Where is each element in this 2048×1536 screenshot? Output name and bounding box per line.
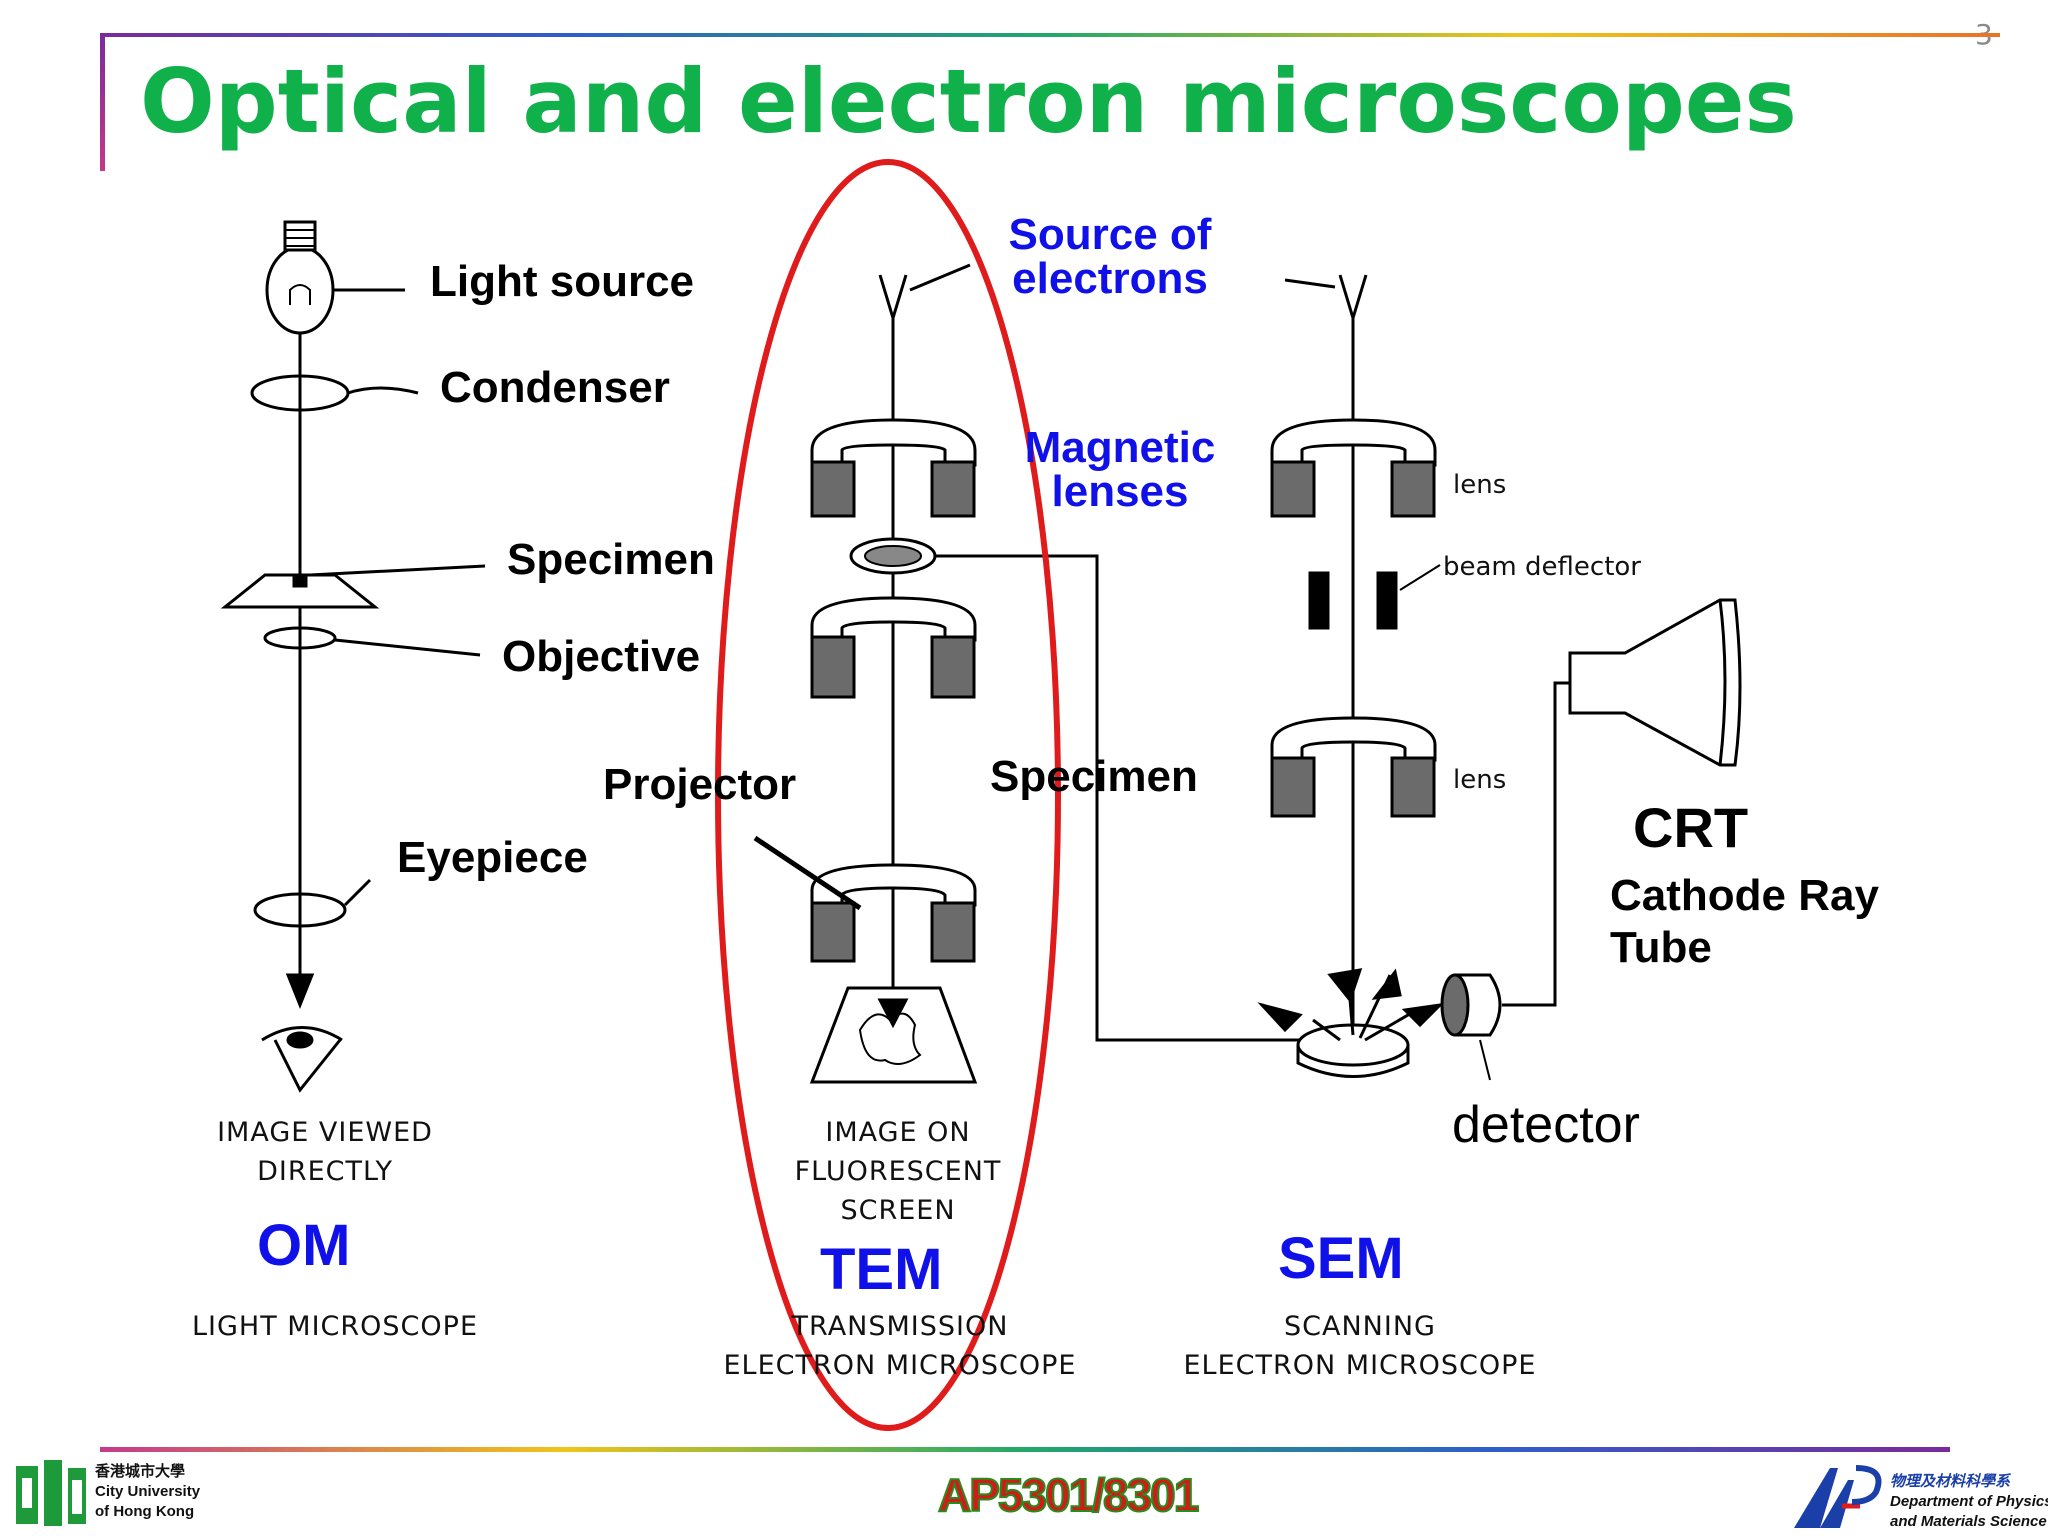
sem-label-crt-full-line-2: Tube: [1610, 923, 1712, 972]
department-name-line-1: Department of Physics: [1890, 1493, 2048, 1510]
om-eyepiece-lens: [253, 878, 372, 928]
tem-fluorescent-screen: [809, 986, 978, 1084]
tem-full-name-line-1: TRANSMISSION: [791, 1311, 1009, 1342]
page-title: Optical and electron microscopes: [140, 50, 1797, 153]
sem-acronym: SEM: [1278, 1226, 1404, 1291]
om-objective-lens: [263, 626, 481, 657]
sem-full-name: SCANNING ELECTRON MICROSCOPE: [1165, 1307, 1555, 1385]
tem-label-magnetic-lenses-line-2: lenses: [1051, 467, 1189, 516]
sem-lens-upper: [1270, 418, 1437, 518]
om-label-light-source: Light source: [430, 257, 695, 306]
sem-label-beam-deflector: beam deflector: [1443, 552, 1641, 582]
om-condenser-lens: [250, 374, 419, 412]
tem-caption: IMAGE ON FLUORESCENT SCREEN: [773, 1113, 1023, 1230]
cityu-name-zh: 香港城市大學: [95, 1463, 186, 1480]
sem-label-crt-full-line-1: Cathode Ray: [1610, 871, 1879, 920]
title-rule: [100, 33, 2000, 37]
tem-highlight-ellipse: [715, 159, 1061, 1431]
tem-label-source-line-1: Source of: [1008, 210, 1212, 259]
sem-detector-icon: [1440, 681, 1570, 1081]
sem-label-crt: CRT: [1633, 796, 1749, 859]
sem-electron-gun-icon: [1284, 274, 1368, 324]
tem-full-name: TRANSMISSION ELECTRON MICROSCOPE: [700, 1307, 1100, 1385]
sem-full-name-line-2: ELECTRON MICROSCOPE: [1183, 1350, 1537, 1381]
om-eye-icon: [261, 1026, 343, 1093]
tem-magnetic-lens-2: [810, 596, 977, 699]
tem-label-magnetic-lenses-line-1: Magnetic: [1024, 423, 1216, 472]
department-name-zh: 物理及材料科學系: [1890, 1473, 2011, 1490]
sem-label-crt-full: Cathode Ray Tube: [1610, 870, 1879, 974]
tem-caption-line-1: IMAGE ON: [825, 1117, 971, 1148]
om-caption: IMAGE VIEWED DIRECTLY: [210, 1113, 440, 1191]
sem-label-detector: detector: [1452, 1096, 1640, 1154]
om-full-name: LIGHT MICROSCOPE: [191, 1311, 478, 1342]
om-caption-line-2: DIRECTLY: [257, 1156, 393, 1187]
cityu-logo-icon: [16, 1460, 86, 1526]
tem-label-magnetic-lenses: Magnetic lenses: [1010, 426, 1230, 514]
om-label-objective: Objective: [502, 632, 701, 681]
sem-full-name-line-1: SCANNING: [1284, 1311, 1436, 1342]
tem-label-source-line-2: electrons: [1012, 254, 1208, 303]
ap-department-logo-icon: [1794, 1465, 1882, 1528]
om-specimen-stage: [220, 564, 486, 609]
tem-label-source: Source of electrons: [990, 213, 1230, 301]
tem-caption-line-3: SCREEN: [840, 1195, 956, 1226]
om-caption-line-1: IMAGE VIEWED: [217, 1117, 433, 1148]
tem-specimen-grid: [849, 537, 1300, 1042]
title-side-rule: [100, 33, 105, 171]
sem-label-lens-lower: lens: [1453, 765, 1507, 795]
tem-label-specimen: Specimen: [990, 752, 1198, 801]
om-label-condenser: Condenser: [440, 363, 670, 412]
om-label-eyepiece: Eyepiece: [397, 833, 588, 882]
footer-rule: [100, 1447, 1950, 1452]
tem-label-projector: Projector: [603, 760, 797, 809]
tem-full-name-line-2: ELECTRON MICROSCOPE: [723, 1350, 1077, 1381]
tem-acronym: TEM: [820, 1237, 943, 1302]
sem-label-lens-upper: lens: [1453, 470, 1507, 500]
om-acronym: OM: [257, 1213, 351, 1278]
sem-beam-deflector: [1308, 564, 1441, 630]
cityu-name-line-2: of Hong Kong: [95, 1503, 195, 1520]
course-code: AP5301/8301: [937, 1468, 1200, 1522]
department-name: 物理及材料科學系 Department of Physics and Mater…: [1890, 1472, 2048, 1532]
sem-lens-lower: [1270, 716, 1437, 818]
tem-projector-lens: [753, 835, 977, 963]
cityu-name: 香港城市大學 City University of Hong Kong: [95, 1462, 200, 1522]
sem-specimen-stage: [1257, 968, 1445, 1078]
om-light-bulb-icon: [265, 220, 405, 335]
crt-tube-icon: [1568, 598, 1742, 767]
tem-magnetic-lens-1: [810, 418, 977, 518]
om-label-specimen: Specimen: [507, 535, 715, 584]
tem-electron-gun-icon: [878, 263, 971, 324]
tem-caption-line-2: FLUORESCENT: [794, 1156, 1002, 1187]
department-name-line-2: and Materials Science: [1890, 1513, 2047, 1530]
cityu-name-line-1: City University: [95, 1483, 201, 1500]
